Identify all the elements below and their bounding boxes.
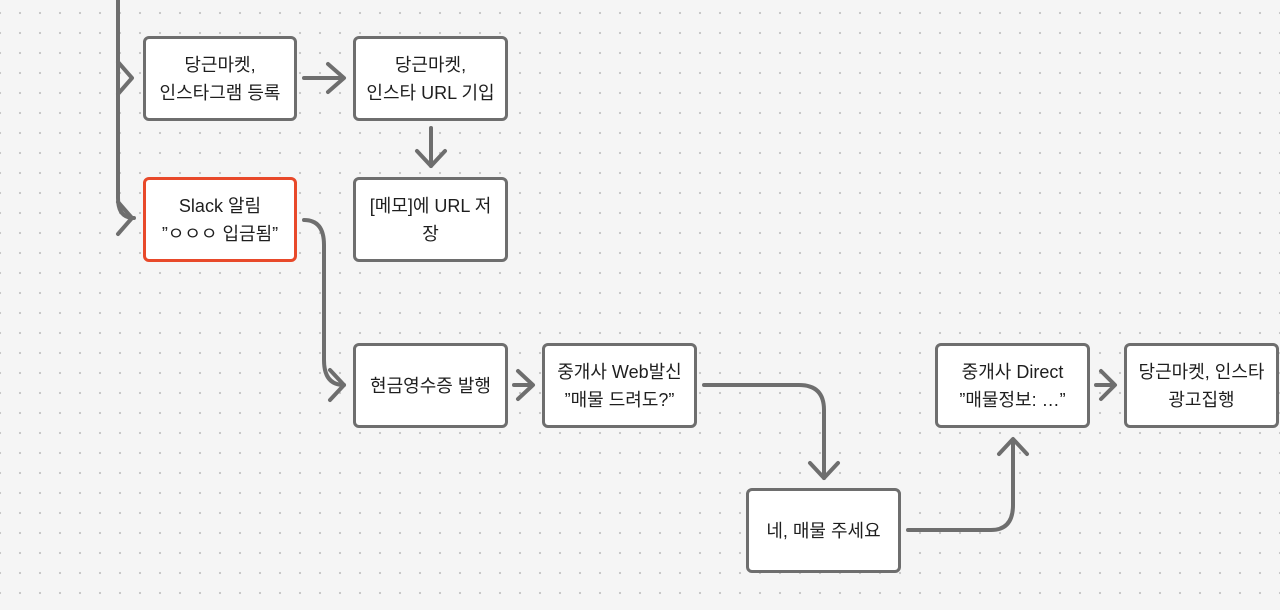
connector-trunk-to-slack[interactable] bbox=[116, 0, 136, 220]
arrowhead-to-url bbox=[326, 62, 346, 94]
arrowhead-to-slack bbox=[116, 200, 134, 236]
arrowhead-to-cash-receipt bbox=[328, 368, 346, 402]
arrowhead-to-ad bbox=[1099, 369, 1117, 401]
connector-slack-to-cash-receipt[interactable] bbox=[302, 218, 346, 387]
node-label: 네, 매물 주세요 bbox=[766, 520, 881, 541]
connector-agent-web-to-yes[interactable] bbox=[702, 383, 826, 480]
node-label: 중개사 Direct ”매물정보: …” bbox=[959, 361, 1066, 410]
arrowhead-to-yes bbox=[808, 461, 840, 480]
node-label: 현금영수증 발행 bbox=[370, 375, 491, 396]
node-cash-receipt[interactable]: 현금영수증 발행 bbox=[353, 343, 508, 428]
node-label: [메모]에 URL 저 장 bbox=[369, 195, 492, 244]
arrowhead-to-agent-web bbox=[516, 369, 535, 401]
node-agent-web[interactable]: 중개사 Web발신 ”매물 드려도?” bbox=[542, 343, 697, 428]
node-slack-alert[interactable]: Slack 알림 ”ㅇㅇㅇ 입금됨” bbox=[143, 177, 297, 262]
node-agent-direct[interactable]: 중개사 Direct ”매물정보: …” bbox=[935, 343, 1090, 428]
node-ad-execute[interactable]: 당근마켓, 인스타 광고집행 bbox=[1124, 343, 1279, 428]
arrowhead-to-register bbox=[116, 60, 134, 96]
node-danggeun-insta-url[interactable]: 당근마켓, 인스타 URL 기입 bbox=[353, 36, 508, 121]
node-label: 당근마켓, 인스타그램 등록 bbox=[159, 54, 281, 103]
node-memo-url[interactable]: [메모]에 URL 저 장 bbox=[353, 177, 508, 262]
node-yes-listing[interactable]: 네, 매물 주세요 bbox=[746, 488, 901, 573]
arrowhead-to-agent-direct bbox=[997, 437, 1029, 456]
node-label: 중개사 Web발신 ”매물 드려도?” bbox=[557, 361, 682, 410]
node-label: 당근마켓, 인스타 광고집행 bbox=[1138, 361, 1265, 410]
node-label: 당근마켓, 인스타 URL 기입 bbox=[366, 54, 495, 103]
connector-yes-to-agent-direct[interactable] bbox=[906, 438, 1015, 532]
node-danggeun-insta-register[interactable]: 당근마켓, 인스타그램 등록 bbox=[143, 36, 297, 121]
arrowhead-to-memo bbox=[415, 149, 447, 168]
node-label: Slack 알림 ”ㅇㅇㅇ 입금됨” bbox=[161, 195, 279, 244]
